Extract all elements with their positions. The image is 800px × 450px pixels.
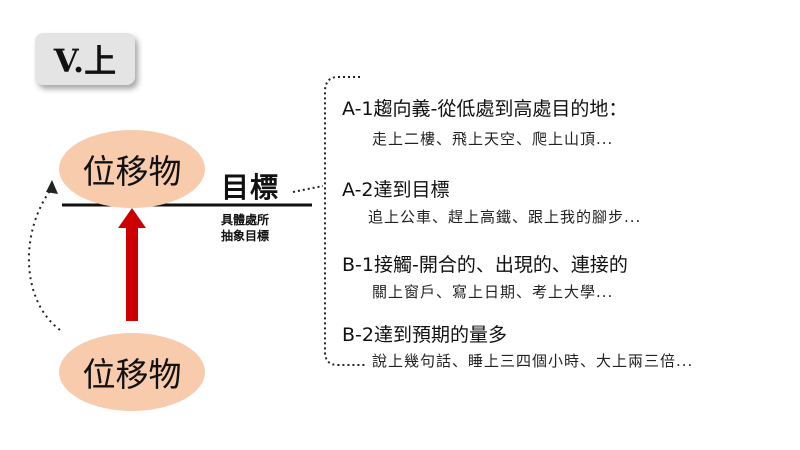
item-a2-heading: A-2達到目標 — [342, 179, 450, 201]
title-text: V.上 — [53, 42, 117, 80]
displaced-object-top-label: 位移物 — [82, 152, 182, 191]
red-arrow-head — [118, 208, 146, 228]
item-b1-heading: B-1接觸-開合的、出現的、連接的 — [342, 254, 628, 276]
title-box: V.上 — [35, 33, 135, 85]
item-b2-example: 說上幾句話、睡上三四個小時、大上兩三倍... — [372, 352, 694, 370]
target-sub-abstract: 抽象目標 — [221, 229, 270, 243]
item-a1-example: 走上二樓、飛上天空、爬上山頂... — [372, 130, 614, 148]
target-connector — [292, 185, 324, 193]
target-sub-labels: 具體處所 抽象目標 — [221, 212, 301, 244]
displaced-object-bottom-label: 位移物 — [82, 355, 182, 394]
list-bracket — [324, 76, 366, 366]
dotted-curve-arrow — [28, 187, 61, 331]
item-b2-heading: B-2達到預期的量多 — [342, 324, 507, 346]
dotted-curve-arrowhead — [46, 180, 58, 194]
item-a2-example: 追上公車、趕上高鐵、跟上我的腳步... — [368, 208, 642, 226]
displaced-object-bottom: 位移物 — [59, 333, 205, 411]
item-a1-heading: A-1趨向義-從低處到高處目的地： — [342, 98, 628, 120]
target-label: 目標 — [221, 171, 280, 204]
target-sub-concrete: 具體處所 — [221, 213, 270, 227]
item-b1-example: 關上窗戶、寫上日期、考上大學... — [372, 283, 614, 301]
red-arrow-shaft — [126, 225, 138, 321]
displaced-object-top: 位移物 — [59, 130, 205, 208]
